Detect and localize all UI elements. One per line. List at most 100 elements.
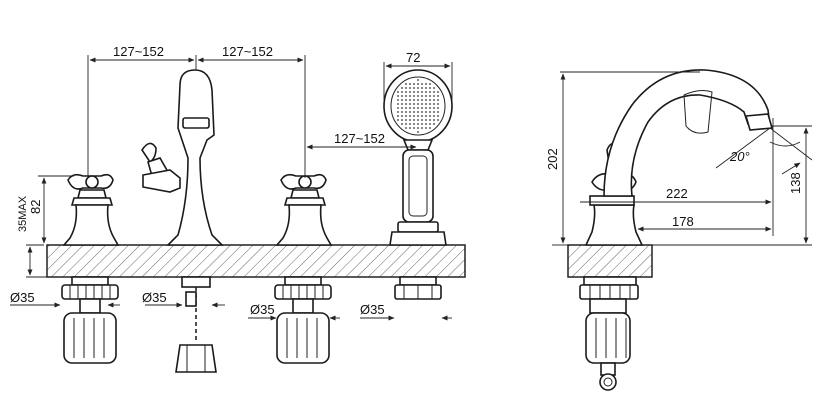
spray-nozzle bbox=[397, 107, 399, 109]
spray-nozzle bbox=[417, 131, 419, 133]
spray-nozzle bbox=[433, 95, 435, 97]
spray-nozzle bbox=[397, 119, 399, 121]
spray-nozzle bbox=[401, 111, 403, 113]
spray-nozzle bbox=[397, 115, 399, 117]
spray-nozzle bbox=[409, 107, 411, 109]
spray-nozzle bbox=[405, 99, 407, 101]
spray-nozzle bbox=[421, 111, 423, 113]
spray-nozzle bbox=[409, 83, 411, 85]
spray-nozzle bbox=[417, 99, 419, 101]
deck-section-front bbox=[46, 244, 466, 278]
spray-nozzle bbox=[437, 95, 439, 97]
spray-nozzle bbox=[401, 119, 403, 121]
spray-nozzle bbox=[405, 103, 407, 105]
spray-nozzle bbox=[417, 91, 419, 93]
reach-long-label: 222 bbox=[666, 186, 688, 201]
spray-nozzle bbox=[413, 111, 415, 113]
spray-nozzle bbox=[433, 123, 435, 125]
spray-nozzle bbox=[401, 103, 403, 105]
spray-nozzle bbox=[397, 91, 399, 93]
spray-nozzle bbox=[425, 95, 427, 97]
deck-thickness-label: 35MAX bbox=[17, 195, 29, 232]
spray-nozzle bbox=[397, 111, 399, 113]
spray-nozzle bbox=[417, 119, 419, 121]
spray-nozzle bbox=[409, 87, 411, 89]
spray-nozzle bbox=[401, 91, 403, 93]
spray-nozzle bbox=[401, 99, 403, 101]
spray-nozzle bbox=[425, 103, 427, 105]
spray-nozzle bbox=[437, 91, 439, 93]
spray-nozzle bbox=[425, 127, 427, 129]
spray-nozzle bbox=[421, 87, 423, 89]
spray-nozzle bbox=[417, 83, 419, 85]
spray-nozzle bbox=[429, 127, 431, 129]
spray-nozzle bbox=[413, 119, 415, 121]
side-view-spout bbox=[579, 69, 774, 391]
spray-nozzle bbox=[401, 107, 403, 109]
spray-nozzle bbox=[433, 111, 435, 113]
spray-nozzle bbox=[401, 95, 403, 97]
spout-height-label: 138 bbox=[788, 172, 803, 194]
spray-nozzle bbox=[429, 83, 431, 85]
spray-nozzle bbox=[417, 123, 419, 125]
spray-nozzle bbox=[413, 83, 415, 85]
spray-nozzle bbox=[417, 115, 419, 117]
spray-nozzle bbox=[409, 123, 411, 125]
spray-nozzle bbox=[425, 119, 427, 121]
valve-height-label: 82 bbox=[28, 200, 43, 214]
spray-nozzle bbox=[429, 99, 431, 101]
spray-nozzle bbox=[417, 107, 419, 109]
spray-nozzle bbox=[421, 103, 423, 105]
spray-nozzle bbox=[397, 99, 399, 101]
spray-nozzle bbox=[425, 83, 427, 85]
spray-nozzle bbox=[433, 91, 435, 93]
spray-nozzle bbox=[421, 107, 423, 109]
hole-diameter-label-3: Ø35 bbox=[250, 302, 275, 317]
spray-nozzle bbox=[413, 87, 415, 89]
spray-nozzle bbox=[409, 95, 411, 97]
spout-to-shower-label: 127~152 bbox=[334, 131, 385, 146]
spray-nozzle bbox=[437, 103, 439, 105]
spray-nozzle bbox=[405, 107, 407, 109]
spray-nozzle bbox=[413, 91, 415, 93]
total-height-label: 202 bbox=[545, 148, 560, 170]
spray-nozzle bbox=[437, 99, 439, 101]
spray-nozzle bbox=[405, 95, 407, 97]
spray-nozzle bbox=[421, 95, 423, 97]
spray-nozzle bbox=[437, 115, 439, 117]
spray-nozzle bbox=[421, 99, 423, 101]
spray-nozzle bbox=[401, 115, 403, 117]
spray-nozzle bbox=[417, 87, 419, 89]
center-spout-with-lever bbox=[141, 69, 224, 373]
front-dimensions bbox=[10, 55, 453, 321]
spray-nozzle bbox=[433, 119, 435, 121]
spray-nozzle bbox=[413, 127, 415, 129]
spray-nozzle bbox=[433, 103, 435, 105]
spray-nozzle bbox=[429, 111, 431, 113]
spray-nozzle bbox=[417, 79, 419, 81]
spray-nozzle bbox=[425, 111, 427, 113]
deck-section-side bbox=[567, 244, 653, 278]
spray-nozzle bbox=[409, 99, 411, 101]
spray-nozzle bbox=[429, 107, 431, 109]
spray-nozzle bbox=[405, 123, 407, 125]
spray-nozzle bbox=[417, 127, 419, 129]
hole-diameter-label-1: Ø35 bbox=[10, 290, 35, 305]
spray-nozzle bbox=[409, 103, 411, 105]
spray-nozzle bbox=[421, 115, 423, 117]
handshower-width-label: 72 bbox=[406, 50, 420, 65]
handshower bbox=[383, 69, 453, 300]
spray-nozzle bbox=[417, 111, 419, 113]
spray-nozzle bbox=[429, 95, 431, 97]
spray-nozzle bbox=[405, 119, 407, 121]
spray-nozzle bbox=[409, 127, 411, 129]
left-cross-handle-valve bbox=[61, 173, 120, 364]
spacing-left-label: 127~152 bbox=[113, 44, 164, 59]
spray-nozzle bbox=[405, 115, 407, 117]
spray-nozzle bbox=[429, 115, 431, 117]
spray-nozzle bbox=[397, 103, 399, 105]
spray-nozzle bbox=[433, 115, 435, 117]
spray-nozzle bbox=[429, 123, 431, 125]
spray-nozzle bbox=[409, 111, 411, 113]
right-cross-handle-valve bbox=[274, 173, 333, 364]
